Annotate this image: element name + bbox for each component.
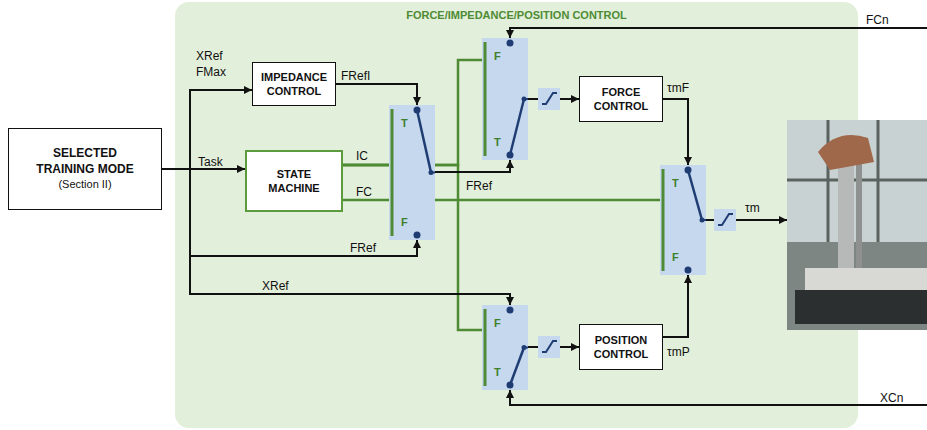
switch-lever xyxy=(688,170,702,220)
output-terminal xyxy=(700,218,705,223)
control-bar xyxy=(484,309,487,386)
label-anchor: Task xyxy=(198,152,223,170)
signal-name: FRef xyxy=(350,241,376,255)
switch-position-label: T xyxy=(401,117,408,129)
signal-name: τm xyxy=(745,201,760,215)
signal-arrow xyxy=(663,99,688,165)
switch-position-label: F xyxy=(494,317,501,329)
block-label: SELECTED TRAINING MODE xyxy=(29,146,141,177)
robot-rail xyxy=(856,160,862,270)
input-terminal xyxy=(685,267,692,274)
switch: FT xyxy=(482,305,528,390)
signal-name: FCn xyxy=(866,13,889,27)
switch-position-label: F xyxy=(672,251,679,263)
label-anchor: XRef xyxy=(196,46,223,64)
signal-arrow xyxy=(336,84,417,105)
label-anchor: τmP xyxy=(667,342,690,360)
switch-position-label: T xyxy=(494,136,501,148)
input-terminal xyxy=(507,307,514,314)
switch-symbol xyxy=(482,305,528,390)
input-terminal xyxy=(507,40,514,47)
robot-base xyxy=(795,290,927,324)
control-block: POSITION CONTROL xyxy=(579,324,663,370)
robot-photo xyxy=(787,120,927,330)
switch: TF xyxy=(660,165,706,275)
label-anchor: XRef xyxy=(262,276,289,294)
robot-foot xyxy=(818,135,874,170)
label-anchor: FCn xyxy=(866,10,889,28)
mode-box: SELECTED TRAINING MODE(Section II) xyxy=(8,128,162,210)
block-label: (Section II) xyxy=(29,177,141,191)
force-feedback-wire xyxy=(510,28,927,38)
switch-position-label: T xyxy=(672,177,679,189)
position-feedback-wire xyxy=(510,390,927,405)
label-anchor: FMax xyxy=(196,62,226,80)
control-block: IMPEDANCE CONTROL xyxy=(252,62,336,106)
label-anchor: τmF xyxy=(667,78,689,96)
control-region-frame: FORCE/IMPEDANCE/POSITION CONTROL IMPEDANC… xyxy=(175,2,858,428)
output-terminal xyxy=(429,170,434,175)
output-terminal xyxy=(522,345,527,350)
block-label: IMPEDANCE CONTROL xyxy=(258,70,330,99)
block-label: POSITION CONTROL xyxy=(585,333,657,362)
input-terminal xyxy=(414,232,421,239)
saturation-block xyxy=(538,336,560,358)
block-label: STATE MACHINE xyxy=(252,167,336,196)
state-machine: STATE MACHINE xyxy=(245,150,343,212)
label-anchor: FRef xyxy=(350,238,376,256)
robot-column xyxy=(838,150,854,275)
signal-arrow xyxy=(435,160,510,172)
signal-name: FRef xyxy=(466,179,492,193)
switch: TF xyxy=(389,105,435,240)
saturation-block xyxy=(714,209,736,231)
switch-position-label: F xyxy=(401,216,408,228)
signal-name: Task xyxy=(198,155,223,169)
output-terminal xyxy=(522,97,527,102)
signal-name: FRefI xyxy=(341,69,370,83)
control-block: FORCE CONTROL xyxy=(579,76,663,122)
switch-symbol xyxy=(660,165,706,275)
signal-name: FC xyxy=(356,185,372,199)
signal-name: IC xyxy=(356,149,368,163)
switch-lever xyxy=(510,348,524,386)
switch: FT xyxy=(482,38,528,160)
label-anchor: FC xyxy=(356,182,372,200)
label-anchor: τm xyxy=(745,198,760,216)
signal-name: τmP xyxy=(667,345,690,359)
control-bar xyxy=(662,169,665,271)
saturation-block xyxy=(538,88,560,110)
switch-position-label: T xyxy=(494,366,501,378)
switch-symbol xyxy=(389,105,435,240)
control-bar xyxy=(484,42,487,156)
signal-name: XRef xyxy=(196,49,223,63)
switch-symbol xyxy=(482,38,528,160)
region-title: FORCE/IMPEDANCE/POSITION CONTROL xyxy=(175,2,858,21)
signal-name: τmF xyxy=(667,81,689,95)
robot-plate xyxy=(805,268,927,290)
control-region xyxy=(175,2,858,428)
signal-arrow xyxy=(162,90,252,169)
control-bar xyxy=(391,109,394,236)
signal-name: XCn xyxy=(880,391,903,405)
label-anchor: IC xyxy=(356,146,368,164)
switch-lever xyxy=(510,99,524,155)
label-anchor: FRef xyxy=(466,176,492,194)
block-label: FORCE CONTROL xyxy=(585,85,657,114)
switch-lever xyxy=(417,110,431,173)
label-anchor: XCn xyxy=(880,388,903,406)
switch-position-label: F xyxy=(494,50,501,62)
signal-name: FMax xyxy=(196,65,226,79)
signal-arrow xyxy=(663,275,688,337)
label-anchor: FRefI xyxy=(341,66,370,84)
signal-name: XRef xyxy=(262,279,289,293)
